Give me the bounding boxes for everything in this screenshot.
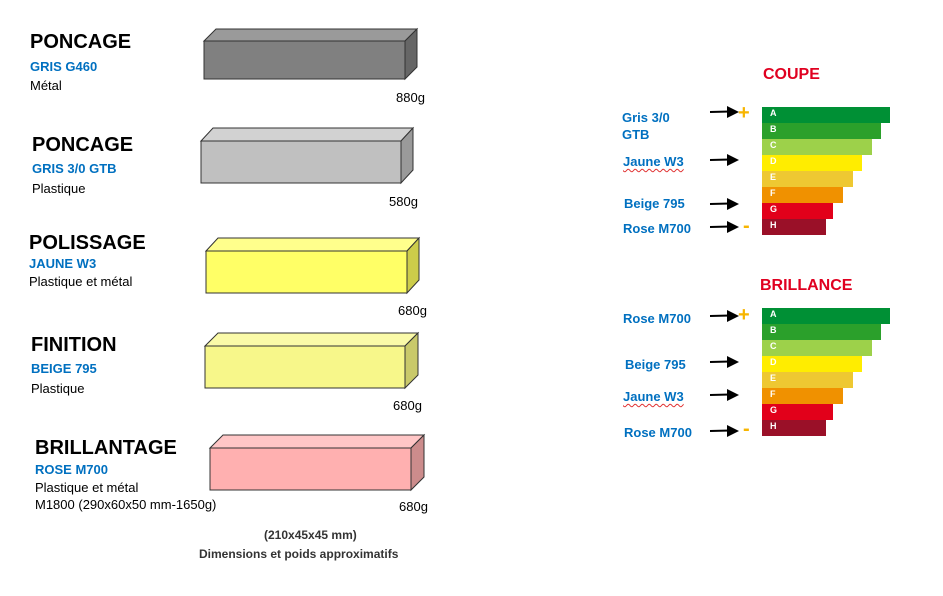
plus-sign: + (738, 304, 750, 326)
coupe-title: COUPE (763, 66, 820, 83)
approximate-note: Dimensions et poids approximatifs (199, 547, 399, 561)
rating-letter: H (770, 421, 777, 431)
brillance-label: Rose M700 (623, 311, 691, 326)
product-title: POLISSAGE (29, 232, 146, 254)
rating-bar-h: H (762, 420, 826, 436)
product-weight: 880g (396, 90, 425, 105)
product-color: JAUNE W3 (29, 256, 97, 271)
coupe-label: Gris 3/0 (622, 110, 670, 125)
rating-letter: B (770, 325, 777, 335)
rating-letter: F (770, 389, 776, 399)
minus-sign: - (743, 215, 750, 237)
product-weight: 680g (399, 499, 428, 514)
product-color: GRIS G460 (30, 59, 98, 74)
brillance-label: Jaune W3 (623, 389, 684, 404)
rating-letter: D (770, 357, 777, 367)
product-weight: 680g (393, 398, 422, 413)
rating-bar-h: H (762, 219, 826, 235)
product-title: FINITION (31, 334, 117, 356)
block-front-face (205, 250, 408, 294)
rating-bar-e: E (762, 171, 853, 187)
block-front-face (209, 447, 412, 491)
arrow-icon (709, 221, 739, 233)
rating-bar-f: F (762, 388, 843, 404)
coupe-label: Rose M700 (623, 221, 691, 236)
product-material: Plastique (31, 381, 85, 396)
rating-letter: C (770, 140, 777, 150)
brillance-label: Beige 795 (625, 357, 686, 372)
rating-letter: A (770, 108, 777, 118)
arrow-icon (709, 389, 739, 401)
rating-bar-a: A (762, 107, 890, 123)
brillance-title: BRILLANCE (760, 277, 853, 294)
coupe-label: GTB (622, 127, 650, 142)
rating-bar-c: C (762, 340, 872, 356)
coupe-label: Beige 795 (624, 196, 685, 211)
brillance-label: Rose M700 (624, 425, 692, 440)
rating-bar-d: D (762, 356, 862, 372)
product-weight: 680g (398, 303, 427, 318)
product-color: GRIS 3/0 GTB (32, 161, 117, 176)
rating-bar-b: B (762, 324, 881, 340)
minus-sign: - (743, 418, 750, 440)
rating-bar-c: C (762, 139, 872, 155)
product-color: BEIGE 795 (31, 361, 97, 376)
rating-letter: E (770, 373, 777, 383)
rating-letter: E (770, 172, 777, 182)
product-material: Plastique et métal (29, 274, 133, 289)
product-material: Plastique et métal (35, 480, 139, 495)
rating-letter: F (770, 188, 776, 198)
rating-bar-a: A (762, 308, 890, 324)
rating-bar-g: G (762, 203, 833, 219)
block-front-face (203, 40, 406, 80)
product-color: ROSE M700 (35, 462, 108, 477)
rating-bar-f: F (762, 187, 843, 203)
rating-letter: G (770, 204, 778, 214)
arrow-icon (709, 106, 739, 118)
product-weight: 580g (389, 194, 418, 209)
block-illustration (208, 433, 426, 492)
product-alt-size: M1800 (290x60x50 mm-1650g) (35, 497, 217, 512)
arrow-icon (709, 154, 739, 166)
rating-letter: G (770, 405, 778, 415)
block-illustration (202, 27, 419, 81)
block-illustration (199, 126, 415, 185)
rating-letter: C (770, 341, 777, 351)
rating-letter: H (770, 220, 777, 230)
rating-bar-g: G (762, 404, 833, 420)
product-material: Plastique (32, 181, 86, 196)
rating-bar-b: B (762, 123, 881, 139)
dimensions-text: (210x45x45 mm) (264, 528, 357, 542)
rating-bar-e: E (762, 372, 853, 388)
arrow-icon (709, 198, 739, 210)
rating-letter: B (770, 124, 777, 134)
rating-letter: D (770, 156, 777, 166)
coupe-label: Jaune W3 (623, 154, 684, 169)
block-illustration (204, 236, 421, 295)
arrow-icon (709, 425, 739, 437)
product-title: PONCAGE (30, 31, 132, 53)
product-title: BRILLANTAGE (35, 437, 177, 459)
rating-letter: A (770, 309, 777, 319)
block-illustration (203, 331, 420, 390)
block-front-face (200, 140, 402, 184)
product-material: Métal (30, 78, 62, 93)
arrow-icon (709, 356, 739, 368)
plus-sign: + (738, 102, 750, 124)
product-title: PONCAGE (32, 134, 134, 156)
rating-bar-d: D (762, 155, 862, 171)
block-front-face (204, 345, 406, 389)
arrow-icon (709, 310, 739, 322)
